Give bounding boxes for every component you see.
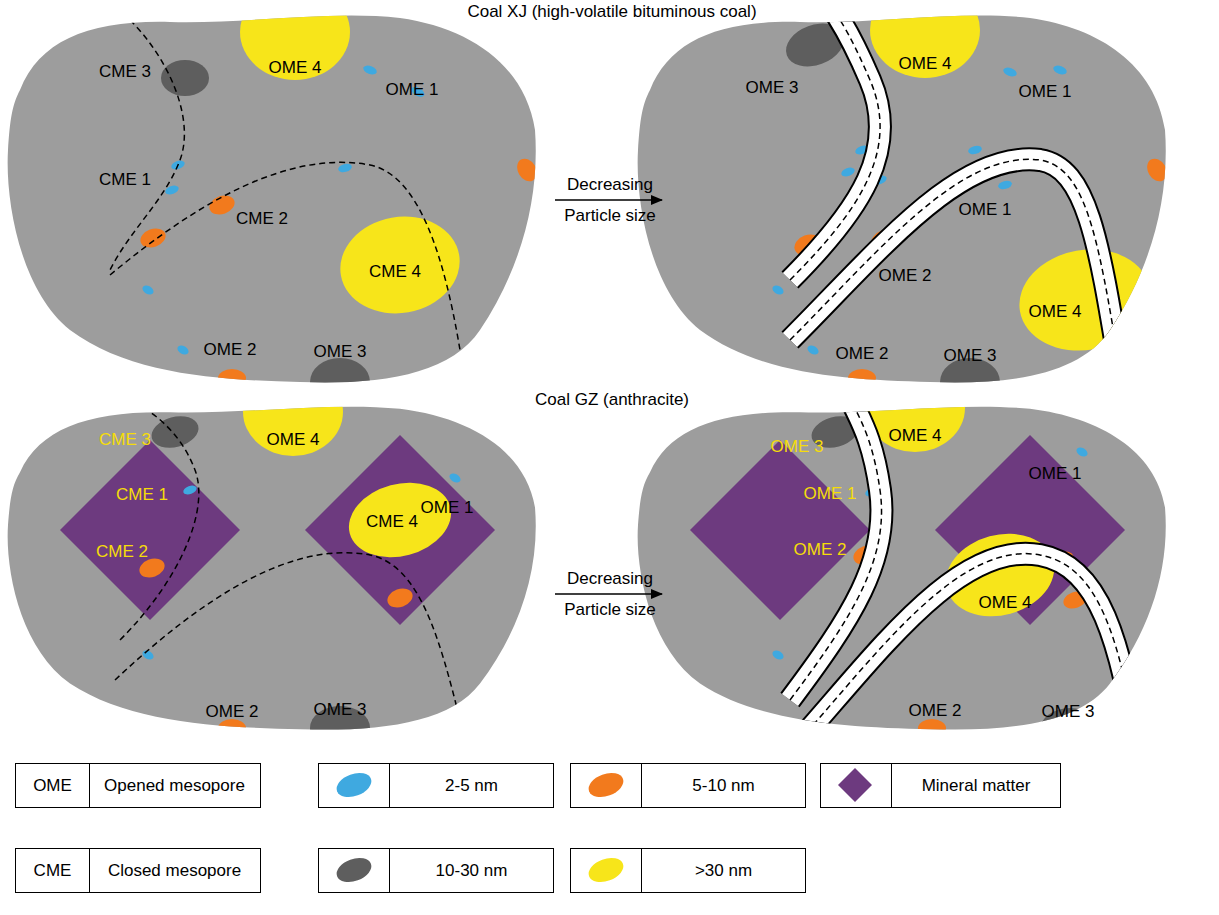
pore-label: OME 3 [314, 343, 367, 362]
pore-label: CME 4 [369, 263, 421, 282]
arrow-label: Decreasing [567, 570, 653, 589]
process-arrow [555, 199, 662, 201]
coal-particle [8, 407, 536, 730]
pore-label: OME 2 [204, 341, 257, 360]
pore-label: OME 2 [836, 345, 889, 364]
legend-swatch-diamond [838, 768, 872, 802]
pore-label: CME 4 [366, 513, 418, 532]
legend-text: >30 nm [641, 848, 806, 893]
pores [690, 364, 1140, 760]
pore-label: OME 1 [421, 499, 474, 518]
pore-label: OME 1 [959, 201, 1012, 220]
coal-particle [8, 16, 536, 383]
pore-label: OME 4 [899, 55, 952, 74]
pore-label: CME 3 [99, 431, 151, 450]
pore-label: CME 3 [99, 63, 151, 82]
legend-text: 2-5 nm [389, 763, 554, 808]
pore-label: CME 1 [99, 171, 151, 190]
legend-swatch-box [570, 763, 642, 808]
pore-label: OME 3 [1042, 703, 1095, 722]
legend-swatch-ellipse [585, 769, 626, 802]
legend-swatch-ellipse [333, 769, 374, 802]
legend-swatch-box [318, 763, 390, 808]
legend-key-box: Closed mesopore [89, 848, 261, 893]
legend-swatch-ellipse [585, 854, 626, 887]
pore-label: OME 4 [889, 427, 942, 446]
pore-label: OME 2 [206, 703, 259, 722]
pores [110, 0, 541, 406]
pore-label: OME 3 [314, 701, 367, 720]
pore-label: OME 1 [804, 485, 857, 504]
pore-label: OME 2 [794, 541, 847, 560]
pore-label: OME 2 [879, 267, 932, 286]
pore-label: CME 1 [116, 486, 168, 505]
pore-label: OME 4 [979, 594, 1032, 613]
arrow-label: Particle size [564, 207, 656, 226]
legend-swatch-box [318, 848, 390, 893]
legend-swatch-ellipse [333, 854, 374, 887]
pore-label: OME 1 [386, 81, 439, 100]
pore-label: OME 4 [269, 59, 322, 78]
legend-swatch-box [820, 763, 892, 808]
pore-label: CME 2 [96, 543, 148, 562]
panel-title: Coal GZ (anthracite) [535, 391, 689, 410]
legend-key-box: Opened mesopore [89, 763, 261, 808]
pore-label: OME 2 [909, 702, 962, 721]
pore-label: OME 3 [771, 438, 824, 457]
pore-label: OME 1 [1019, 83, 1072, 102]
legend-text: 10-30 nm [389, 848, 554, 893]
pore-label: OME 4 [267, 431, 320, 450]
process-arrow [555, 593, 662, 595]
pore-label: OME 4 [1029, 303, 1082, 322]
pore-label: OME 1 [1029, 465, 1082, 484]
legend-key-box: OME [15, 763, 90, 808]
legend-text: Mineral matter [891, 763, 1061, 808]
pores [771, 0, 1171, 406]
panel-title: Coal XJ (high-volatile bituminous coal) [467, 3, 756, 22]
legend-key-box: CME [15, 848, 90, 893]
pore-label: OME 3 [944, 347, 997, 366]
arrow-label: Particle size [564, 601, 656, 620]
pore-label: CME 2 [236, 210, 288, 229]
pore-label: OME 3 [746, 79, 799, 98]
arrow-label: Decreasing [567, 176, 653, 195]
legend-text: 5-10 nm [641, 763, 806, 808]
legend-swatch-box [570, 848, 642, 893]
pores [60, 368, 495, 750]
